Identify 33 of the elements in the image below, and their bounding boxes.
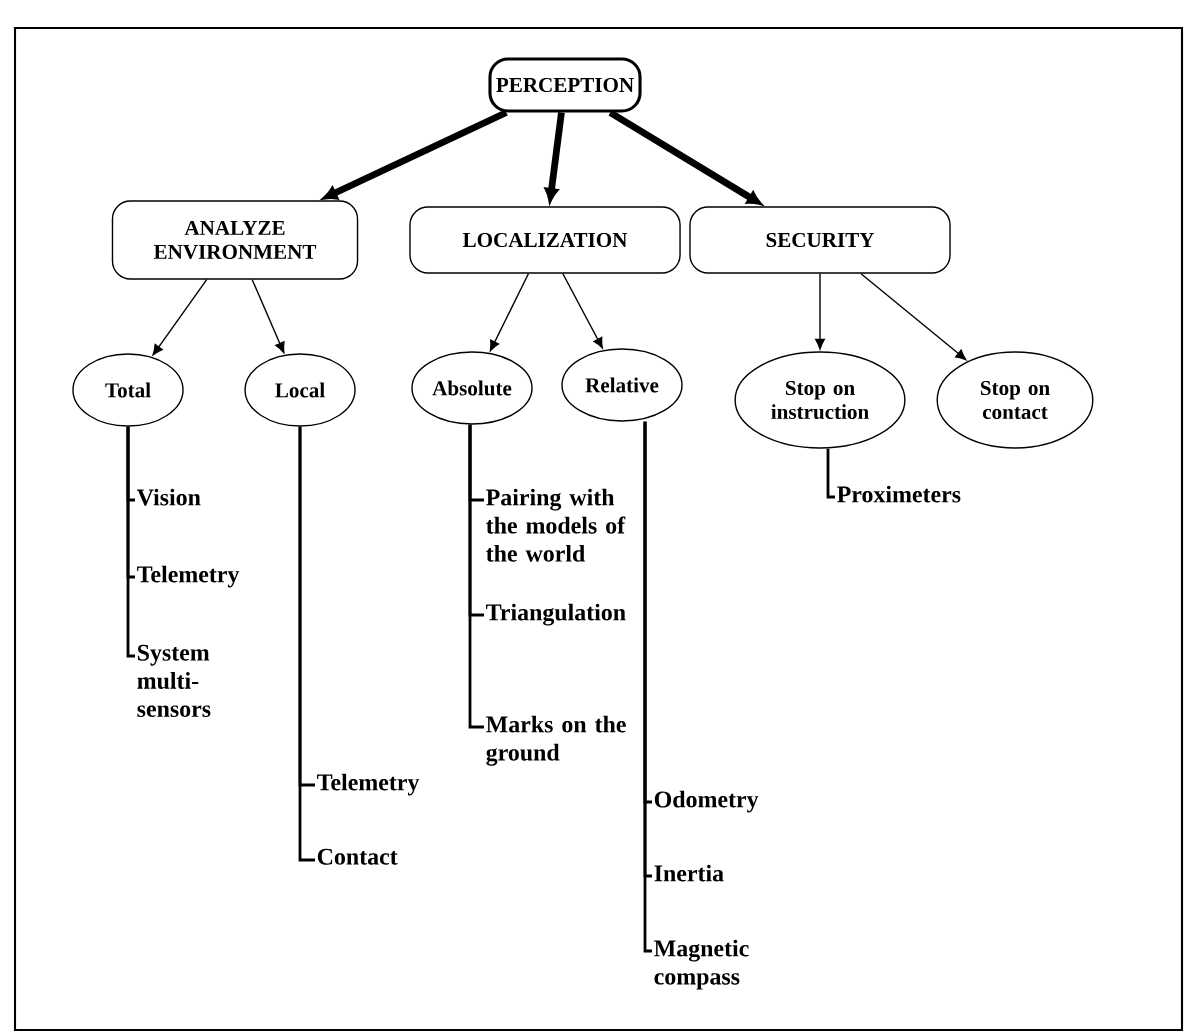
arrow	[562, 273, 603, 349]
branch-label: Odometry	[654, 790, 759, 813]
arrow	[815, 273, 825, 350]
branch-label: Magnetic compass	[654, 939, 749, 990]
rounded-box: PERCEPTION	[488, 57, 642, 113]
branch-label: Marks on the ground	[486, 715, 626, 766]
branch-label: Pairing with the models of the world	[486, 488, 626, 562]
arrow	[489, 273, 530, 352]
branch-label: Telemetry	[137, 565, 240, 588]
branch-label: System multi-sensors	[137, 644, 211, 717]
tree-branch	[468, 424, 484, 729]
ellipse-node: Stop on instruction	[734, 351, 906, 449]
branch-label: Contact	[317, 848, 398, 865]
branch-label: Inertia	[654, 864, 724, 882]
rounded-box: LOCALIZATION	[409, 206, 681, 274]
rounded-box: ANALYZE ENVIRONMENT	[111, 200, 359, 280]
arrow	[251, 279, 285, 354]
arrow	[608, 109, 762, 205]
ellipse-node: Absolute	[411, 351, 533, 425]
arrow	[152, 279, 208, 356]
arrow	[860, 273, 967, 361]
tree-branch	[126, 426, 135, 658]
branch-label: Telemetry	[317, 773, 420, 796]
branch-label: Triangulation	[486, 603, 626, 626]
ellipse-node: Relative	[561, 348, 683, 422]
branch-label: Vision	[136, 488, 201, 506]
rounded-box: SECURITY	[689, 206, 951, 274]
tree-branch	[298, 426, 315, 862]
branch-label: Proximeters	[837, 485, 961, 503]
tree-branch	[826, 448, 835, 499]
ellipse-node: Total	[72, 353, 184, 427]
ellipse-node: Local	[244, 353, 356, 427]
ellipse-node: Stop on contact	[936, 351, 1094, 449]
